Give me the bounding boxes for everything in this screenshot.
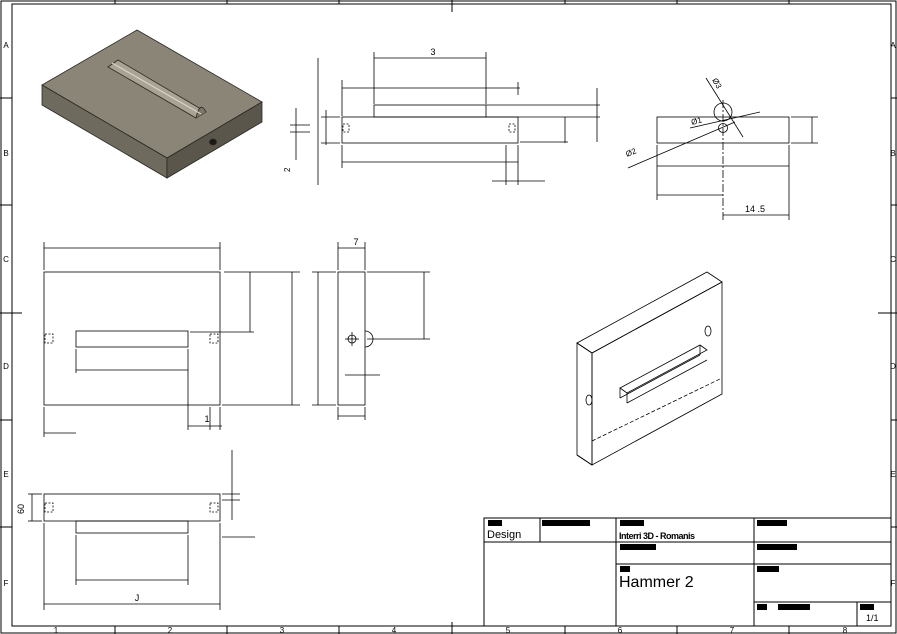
row-label: F: [891, 579, 896, 588]
title-block: [483, 517, 892, 627]
row-label: C: [3, 255, 9, 264]
redacted-field: [542, 520, 590, 526]
iso-hole: [209, 138, 217, 146]
redacted-field: [860, 604, 874, 610]
row-label: E: [890, 470, 895, 479]
row-label: C: [890, 255, 896, 264]
view-top-middle: [290, 52, 600, 185]
row-label: A: [890, 41, 896, 50]
col-label: 5: [506, 626, 511, 634]
redacted-field: [757, 566, 779, 572]
redacted-field: [488, 520, 502, 526]
dim-top-right-width: 14 .5: [745, 204, 765, 214]
sheet-number: 1/1: [866, 613, 879, 623]
dim-side-top: 7: [353, 237, 358, 247]
col-label: 3: [280, 626, 285, 634]
col-label: 8: [843, 626, 848, 634]
shaded-iso-view: [41, 29, 263, 179]
redacted-field: [620, 544, 656, 550]
dim-top-middle: 3: [430, 47, 435, 57]
redacted-field: [757, 544, 797, 550]
view-front: [43, 242, 300, 437]
dim-front-bottom-right: 1: [204, 414, 209, 424]
iso-rail-end: [195, 106, 207, 119]
redacted-field: [620, 566, 630, 572]
dim-top-middle-left: 2: [283, 167, 292, 172]
dim-dia-large: Ø2: [624, 146, 638, 159]
row-label: B: [3, 149, 8, 158]
col-label: 1: [54, 626, 59, 634]
row-label: F: [4, 579, 9, 588]
dim-dia-mid: Ø1: [690, 115, 703, 127]
redacted-field: [757, 604, 767, 610]
col-label: 2: [168, 626, 173, 634]
view-side: [312, 242, 430, 420]
row-label: D: [3, 362, 9, 371]
design-label: Design: [487, 529, 522, 541]
wireframe-iso-view: [576, 271, 723, 466]
dim-bottom-left-height: 60: [16, 504, 26, 514]
dim-bottom-width: J: [135, 593, 140, 603]
row-label: E: [3, 470, 8, 479]
col-label: 4: [392, 626, 397, 634]
row-label: D: [890, 362, 896, 371]
redacted-field: [620, 520, 644, 526]
view-bottom: [28, 450, 255, 610]
row-label: A: [3, 41, 9, 50]
drawing-title: Hammer 2: [619, 574, 694, 591]
iso-rail-highlight: [111, 62, 202, 115]
col-label: 6: [618, 626, 623, 634]
view-top-right: [627, 77, 818, 222]
zone-labels: 1 2 3 4 5 6 7 8 A B C D E F A B C D E F: [3, 41, 896, 634]
redacted-field: [778, 604, 810, 610]
company-name: Interri 3D - Romanis: [619, 531, 695, 541]
redacted-field: [757, 520, 787, 526]
col-label: 7: [730, 626, 735, 634]
row-label: B: [890, 149, 895, 158]
